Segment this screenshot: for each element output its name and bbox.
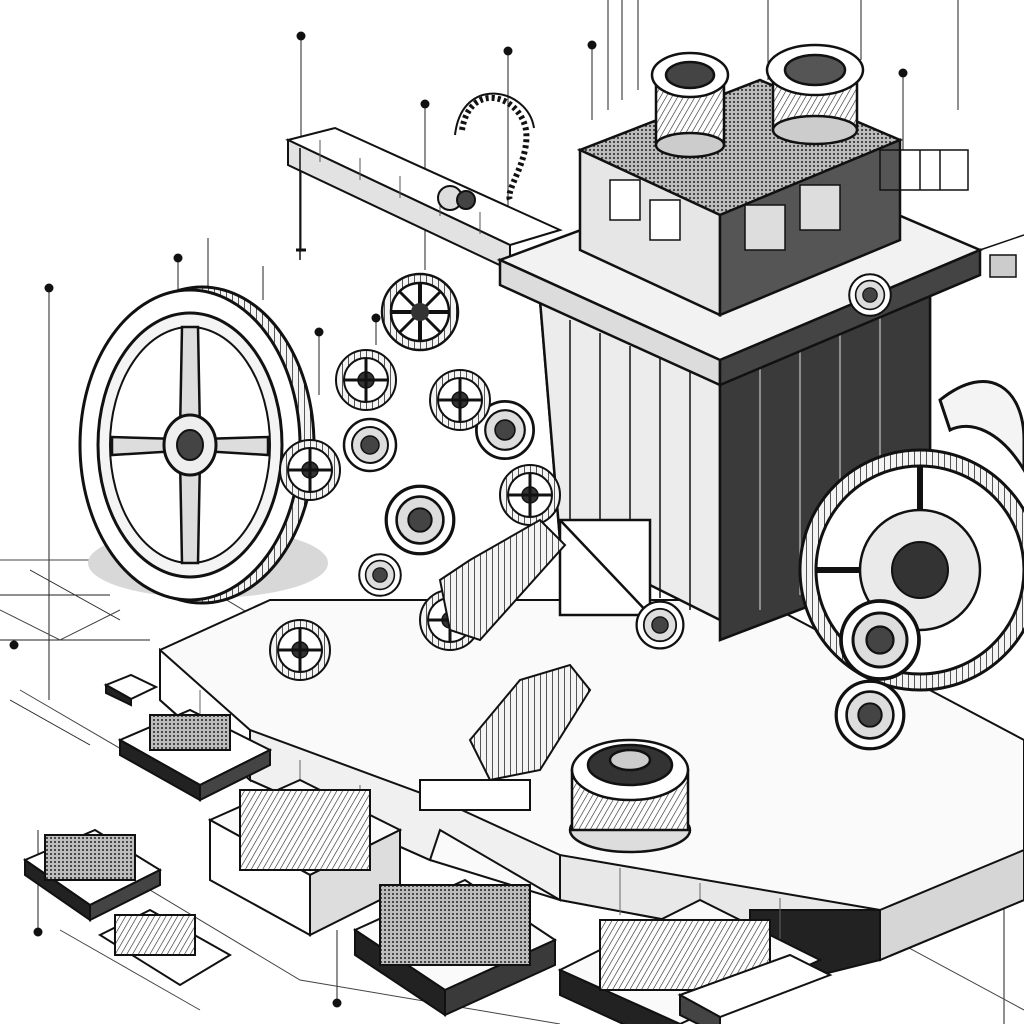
chain-drive	[459, 95, 530, 202]
front-dome-turbine	[568, 738, 692, 854]
module-unit	[97, 908, 232, 987]
right-upper-arch	[938, 380, 1024, 473]
module-unit	[103, 673, 159, 707]
small-gear-wheel	[334, 348, 398, 412]
upper-gear-wheel	[380, 272, 460, 352]
cylinder-housings	[650, 43, 865, 159]
large-flywheel	[78, 285, 328, 605]
module-unit	[677, 953, 833, 1024]
auxiliary-module-units	[22, 673, 833, 1024]
module-unit	[352, 878, 558, 1017]
module-unit	[117, 708, 273, 802]
inclined-conveyor-belt	[419, 518, 592, 811]
module-unit	[22, 828, 163, 922]
right-railing	[879, 149, 1024, 278]
overhead-conveyor-rail	[285, 126, 563, 272]
module-unit	[207, 778, 403, 937]
